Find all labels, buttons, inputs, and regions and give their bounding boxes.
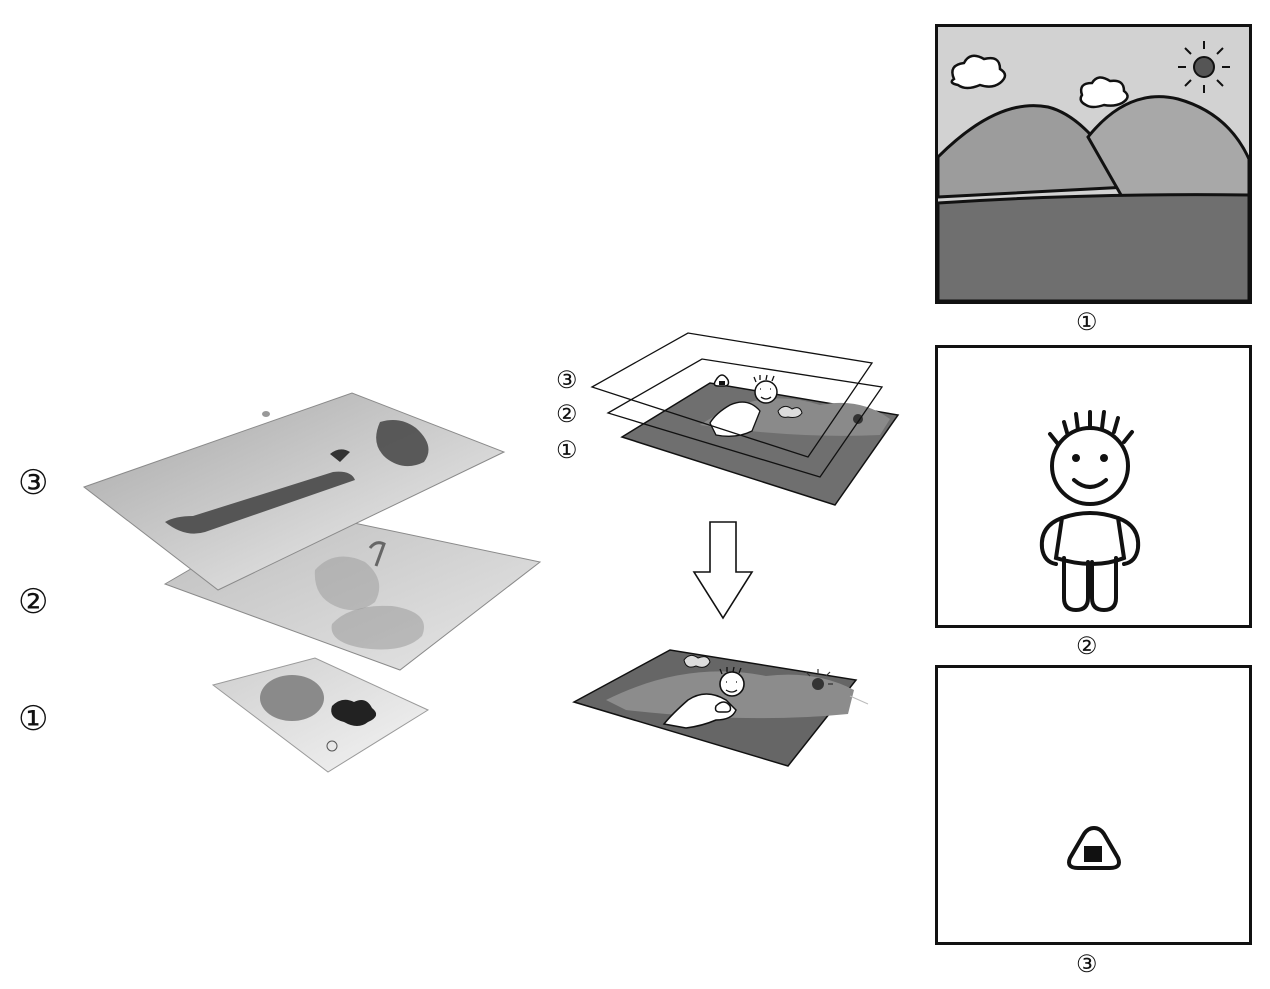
left-layer-1-sheet — [211, 657, 430, 773]
cloud-icon — [950, 54, 1007, 90]
down-arrow-icon — [692, 521, 754, 620]
onigiri-illustration — [1067, 826, 1121, 870]
mid-label-layer-3: ③ — [556, 366, 578, 394]
onigiri-icon — [1067, 826, 1121, 870]
left-label-layer-2: ② — [18, 582, 49, 622]
mid-layer-2-sheet — [606, 358, 884, 478]
boy-figure — [1039, 410, 1141, 613]
panel-2-caption: ② — [1076, 632, 1098, 660]
panel-3-caption: ③ — [1076, 950, 1098, 978]
mid-label-layer-2: ② — [556, 400, 578, 428]
middle-layer-stack — [590, 332, 900, 506]
mid-label-layer-1: ① — [556, 436, 578, 464]
mid-layer-3-sheet — [590, 332, 874, 458]
left-label-layer-3: ③ — [18, 463, 49, 503]
cloud-icon — [1079, 76, 1129, 109]
merged-result-sheet — [572, 649, 869, 767]
panel-1-scenery — [935, 24, 1252, 304]
panel-1-caption: ① — [1076, 308, 1098, 336]
sun-icon — [1178, 41, 1230, 93]
left-layer-stack — [82, 392, 542, 773]
scenery-illustration — [938, 27, 1249, 301]
left-label-layer-1: ① — [18, 699, 49, 739]
panel-2-figure — [935, 345, 1252, 628]
left-layer-3-sheet — [82, 392, 506, 591]
panel-3-onigiri — [935, 665, 1252, 945]
